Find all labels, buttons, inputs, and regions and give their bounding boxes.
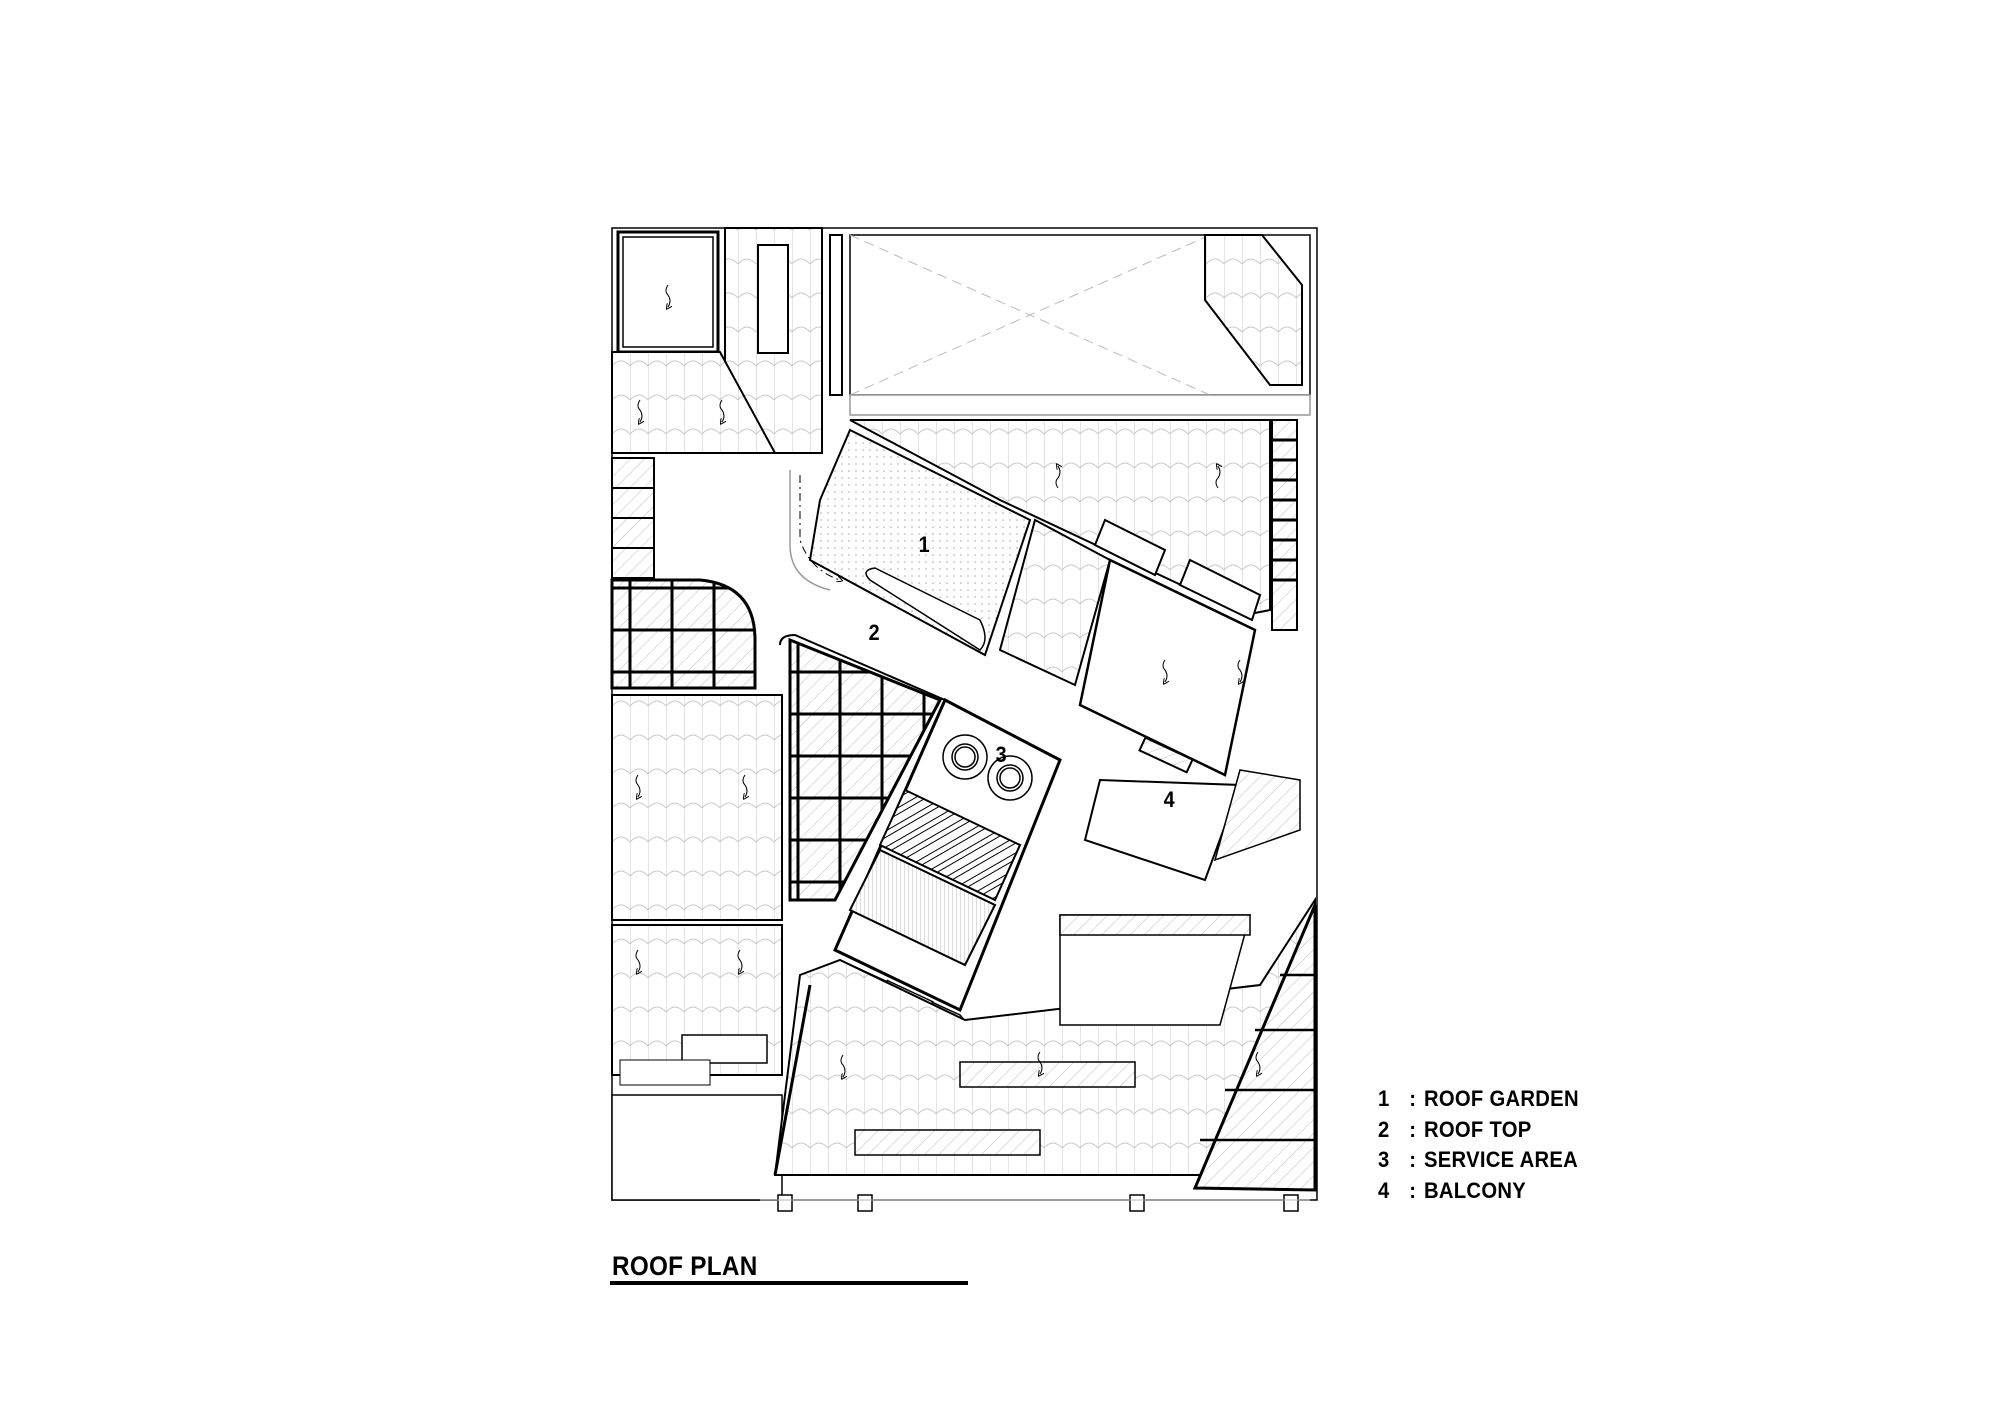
east-stripe: [1271, 419, 1298, 631]
roof-tiles-south: [773, 896, 1316, 1176]
legend-sep: :: [1409, 1086, 1417, 1111]
grid-skylight-triangle: [788, 637, 943, 902]
legend-num: 2: [1378, 1116, 1390, 1142]
drainage-arrow-icon: [635, 284, 1260, 1077]
area-label-3: 3: [995, 742, 1007, 767]
balcony: [1083, 778, 1242, 882]
title-underline: [610, 1281, 968, 1285]
roof-tiles-west-mid: [611, 694, 783, 921]
drawing-title: ROOF PLAN: [612, 1251, 758, 1281]
area-label-4: 4: [1163, 787, 1175, 812]
legend-item: 2 : ROOF TOP: [1378, 1115, 1579, 1146]
legend-label: ROOF TOP: [1424, 1116, 1532, 1142]
legend-item: 4 : BALCONY: [1378, 1176, 1579, 1207]
legend-num: 3: [1378, 1147, 1390, 1172]
hatched-bar-2: [854, 1129, 1041, 1156]
tank-box: [616, 230, 720, 354]
legend-sep: :: [1409, 1177, 1417, 1203]
area-label-2: 2: [868, 620, 880, 645]
hatched-bar-1: [959, 1061, 1136, 1088]
legend-num: 1: [1378, 1086, 1390, 1111]
area-label-1: 1: [918, 532, 930, 557]
legend-label: SERVICE AREA: [1424, 1147, 1579, 1172]
water-tank-icon: [942, 734, 1033, 801]
roof-tiles-center: [998, 518, 1112, 687]
legend-item: 3 : SERVICE AREA: [1378, 1145, 1579, 1176]
legend-label: BALCONY: [1424, 1177, 1527, 1203]
legend-sep: :: [1409, 1116, 1417, 1142]
legend: 1 : ROOF GARDEN 2 : ROOF TOP 3 : SERVICE…: [1378, 1084, 1579, 1206]
roof-tiles-north: [849, 419, 1271, 617]
roof-garden: [808, 428, 1032, 657]
roof-tiles-w: [611, 351, 777, 454]
legend-item: 1 : ROOF GARDEN: [1378, 1084, 1579, 1115]
top-box-room: [1078, 558, 1257, 777]
grid-skylight-arch: [610, 578, 757, 690]
roof-tiles-ne: [1204, 234, 1303, 386]
legend-sep: :: [1409, 1147, 1417, 1172]
legend-num: 4: [1378, 1177, 1390, 1203]
legend-label: ROOF GARDEN: [1424, 1086, 1579, 1111]
